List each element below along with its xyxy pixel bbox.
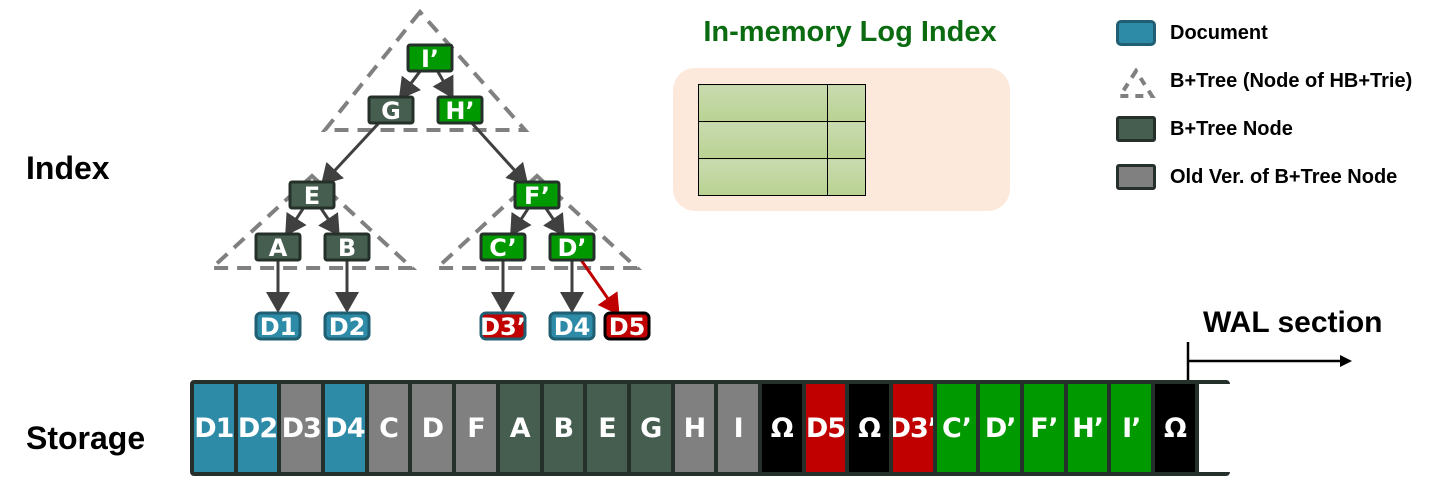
log-index-row [698,84,866,122]
edge-i-prime-g [398,68,423,100]
triangle-right [431,173,643,270]
storage-cell-old: H [674,384,715,472]
document-d3-prime: D3’ [479,311,527,341]
storage-cell-commit: Ω [849,384,889,472]
storage-cell-node: E [587,384,627,472]
tree-node-c-prime: C’ [479,232,527,262]
edge-h-prime-f-prime [468,119,529,186]
node-label: H’ [445,97,474,125]
node-label: D2 [329,313,366,341]
document-swatch-icon [1116,20,1156,46]
storage-cell-node: B [543,384,584,472]
storage-cell-new: F’ [1024,384,1064,472]
node-label: D5 [609,313,646,341]
storage-cell-commit: Ω [761,384,802,472]
log-offset-cell [827,84,866,122]
storage-label: Storage [26,420,146,456]
index-label: Index [26,150,110,186]
document-d2: D2 [323,311,371,341]
tree-node-b: B [323,232,371,262]
tree-node-h-prime: H’ [436,95,484,125]
legend-label: Document [1170,21,1268,44]
document-d1: D1 [254,311,302,341]
triangle-root [320,8,530,132]
edge-i-prime-h-prime [432,69,454,99]
legend-label: B+Tree Node [1170,117,1293,140]
node-label: I’ [421,45,439,73]
hb-trie-diagram: I’ G H’ E F’ A B C’ D’ D1 D2 D3’ D4 D5 [206,8,651,341]
storage-cell-doc: D4 [325,384,365,472]
log-index-title: In-memory Log Index [703,16,997,48]
edge-e-a [285,205,307,237]
storage-cell-empty [1198,384,1235,472]
node-label: D4 [554,313,591,341]
edge-e-b [318,205,340,237]
log-key-cell [698,84,828,122]
storage-cell-new: C’ [936,384,977,472]
btree-node-swatch-icon [1116,116,1156,142]
tree-node-i-prime: I’ [406,43,454,73]
edge-g-e [320,119,383,186]
tree-node-g: G [367,95,415,125]
storage-cell-old: D [412,384,453,472]
document-d4: D4 [548,311,596,341]
log-index-row [698,121,866,159]
storage-cell-old: F [456,384,496,472]
edge-f-prime-d-prime [543,205,565,237]
node-label: D1 [260,313,297,341]
log-offset-cell [827,121,866,159]
legend-label: Old Ver. of B+Tree Node [1170,165,1398,188]
node-label: D3’ [480,313,526,341]
edge-f-prime-c-prime [510,205,532,237]
legend-item: B+Tree (Node of HB+Trie) [1116,67,1413,98]
storage-cell-new: H’ [1067,384,1108,472]
storage-cell-new: I’ [1111,384,1152,472]
wal-section-arrow [1186,342,1352,384]
node-label: E [304,182,320,210]
node-label: D’ [557,234,586,262]
log-index-row [698,158,866,196]
tree-node-e: E [288,180,336,210]
storage-cell-old: C [368,384,409,472]
wal-section-label: WAL section [1203,306,1383,339]
legend-item: Old Ver. of B+Tree Node [1116,164,1397,190]
storage-cell-newdoc: D3’ [893,384,933,472]
storage-cell-commit: Ω [1155,384,1195,472]
storage-cell-doc: D2 [237,384,278,472]
legend-label: B+Tree (Node of HB+Trie) [1170,69,1413,92]
storage-cell-old: D3 [281,384,322,472]
edge-d-prime-d5 [578,257,620,316]
tree-node-d-prime: D’ [548,232,596,262]
node-label: F’ [524,182,550,210]
log-offset-cell [827,158,866,196]
document-d5: D5 [603,311,651,341]
old-node-swatch-icon [1116,164,1156,190]
log-index-table [698,84,866,196]
log-key-cell [698,158,828,196]
node-label: C’ [489,234,517,262]
node-label: A [269,234,288,262]
node-label: G [381,97,401,125]
storage-cell-doc: D1 [194,384,234,472]
legend-item: Document [1116,20,1268,46]
triangle-left [206,173,418,270]
storage-cell-new: D’ [980,384,1021,472]
log-index-panel [673,68,1010,211]
storage-cell-node: G [630,384,671,472]
tree-node-a: A [254,232,302,262]
storage-cell-node: A [499,384,540,472]
tree-node-f-prime: F’ [513,180,561,210]
log-key-cell [698,121,828,159]
dashed-triangle-icon [1116,67,1156,98]
storage-cell-newdoc: D5 [805,384,846,472]
node-label: B [338,234,356,262]
legend-item: B+Tree Node [1116,116,1293,142]
storage-cell-old: I [718,384,758,472]
